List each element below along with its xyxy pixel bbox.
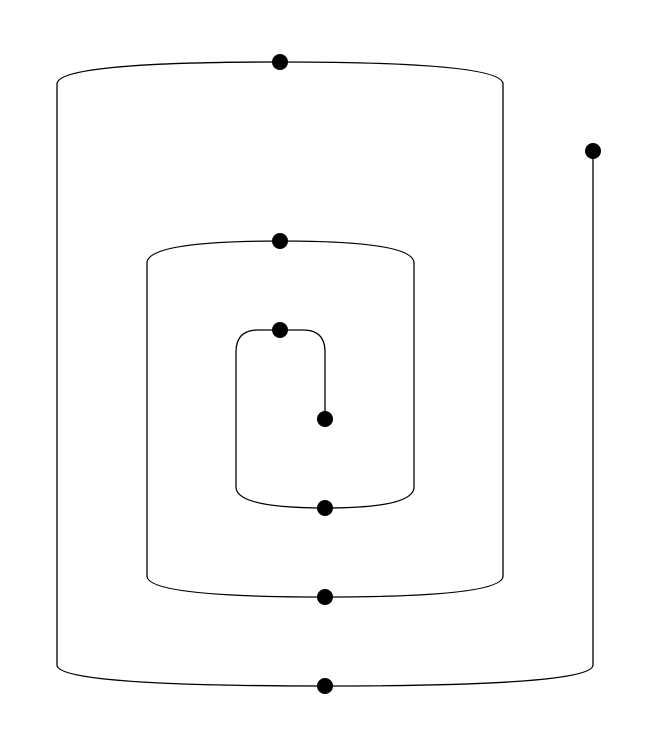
- node-7: [317, 678, 333, 694]
- node-6: [272, 54, 288, 70]
- node-4: [272, 233, 288, 249]
- edge-3: [279, 240, 415, 509]
- edge-6: [56, 61, 326, 687]
- edge-7: [324, 151, 594, 687]
- node-8: [585, 143, 601, 159]
- edge-4: [146, 240, 326, 598]
- edge-5: [279, 61, 504, 598]
- edge-1: [280, 329, 326, 419]
- node-2: [272, 322, 288, 338]
- edge-2: [235, 329, 326, 509]
- node-3: [317, 500, 333, 516]
- node-1: [317, 411, 333, 427]
- node-5: [317, 589, 333, 605]
